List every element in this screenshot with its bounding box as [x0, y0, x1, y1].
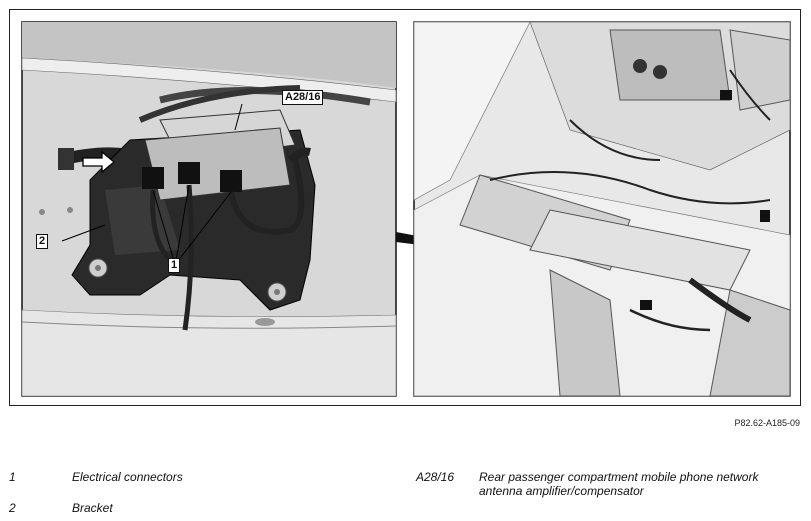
legend-text-a2816: Rear passenger compartment mobile phone …	[479, 470, 759, 498]
illustration	[21, 21, 791, 397]
detail-view-panel	[21, 21, 397, 397]
figure-code: P82.62-A185-09	[734, 418, 800, 428]
legend-key-1: 1	[9, 470, 16, 484]
legend-text-2: Bracket	[72, 501, 113, 515]
callout-module: A28/16	[282, 90, 324, 105]
legend-text-1: Electrical connectors	[72, 470, 183, 484]
overview-panel	[413, 21, 791, 397]
callout-connectors: 1	[168, 258, 181, 273]
legend-key-2: 2	[9, 501, 16, 515]
legend-key-a2816: A28/16	[416, 470, 455, 484]
figure-frame: A28/16 2 1	[9, 9, 801, 406]
callout-bracket: 2	[36, 234, 49, 249]
